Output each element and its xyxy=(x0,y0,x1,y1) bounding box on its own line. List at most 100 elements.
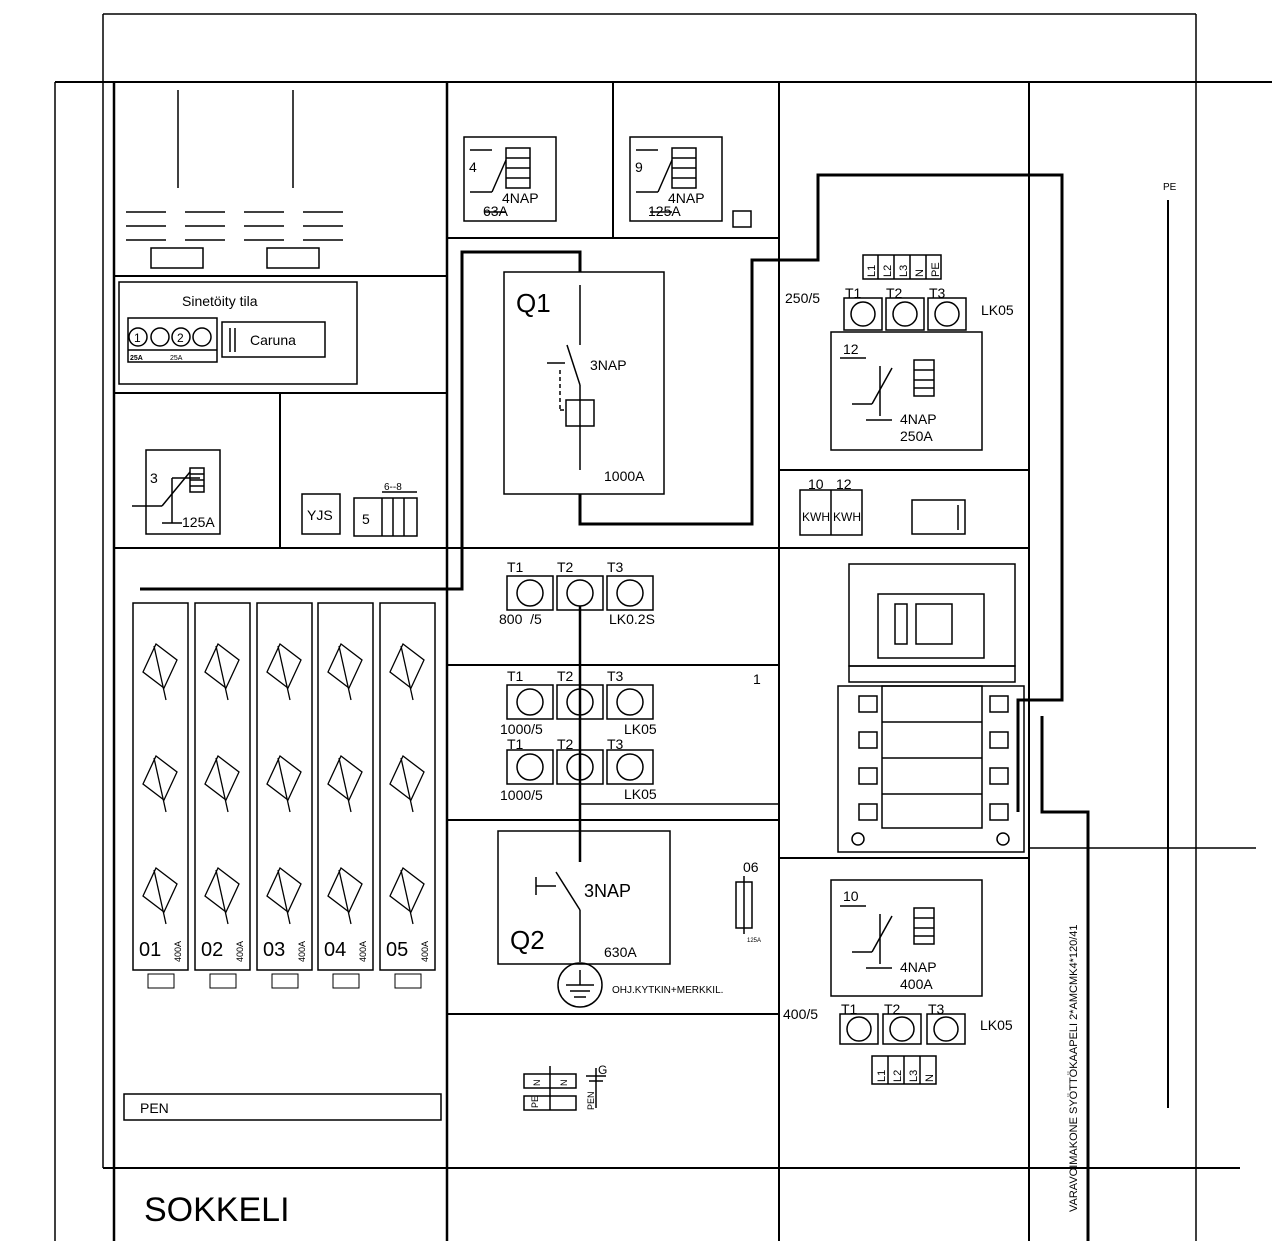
ct-main-t1: T1 xyxy=(845,285,862,301)
q1-poles: 3NAP xyxy=(590,357,627,373)
ct-terminal-pe: PE xyxy=(930,262,942,277)
feeder-terminal-block xyxy=(394,973,422,989)
feeder-fuse-symbol xyxy=(389,754,425,813)
feeder-rating: 400A xyxy=(173,941,183,962)
feeder-terminal-block xyxy=(332,973,360,989)
feeder-terminal-block xyxy=(147,973,175,989)
ct-row2-index: 1 xyxy=(753,671,761,687)
sealed-area-title: Sinetöity tila xyxy=(182,293,258,309)
feeder-rating: 400A xyxy=(297,941,307,962)
ct-bottom-class: LK05 xyxy=(980,1017,1013,1033)
ct-row3-ratio: 1000/5 xyxy=(500,787,543,803)
fuse-number-2: 2 xyxy=(177,331,184,345)
ct-row1-class: LK0.2S xyxy=(609,611,655,627)
breaker-10-rating: 400A xyxy=(900,976,933,992)
breaker-9-poles: 4NAP xyxy=(668,190,705,206)
earth-switch-label: OHJ.KYTKIN+MERKKIL. xyxy=(612,985,723,996)
ct-terminal-l3: L3 xyxy=(898,265,910,277)
breaker-4-number: 4 xyxy=(469,159,477,175)
feeder-fuse-symbol xyxy=(266,642,302,701)
feeder-fuse-symbol xyxy=(327,754,363,813)
pen-label: PEN xyxy=(140,1100,169,1116)
feeder-rating: 400A xyxy=(358,941,368,962)
fuse-06-rating: 125A xyxy=(747,938,761,944)
bottom-terminal-n: N xyxy=(924,1074,936,1082)
ct-row1-t2: T2 xyxy=(557,559,574,575)
bus-label-n-1: N xyxy=(532,1080,542,1087)
meter-label-caruna: Caruna xyxy=(250,332,296,348)
feeder-fuse-symbol xyxy=(142,642,178,701)
q2-poles: 3NAP xyxy=(584,881,631,901)
ct-row2-class: LK05 xyxy=(624,721,657,737)
feeder-rating: 400A xyxy=(235,941,245,962)
feeder-fuse-symbol xyxy=(266,866,302,925)
ct-main-t3: T3 xyxy=(929,285,946,301)
pe-label: PE xyxy=(1163,182,1177,193)
feeder-number: 04 xyxy=(324,939,346,961)
feeder-rating: 400A xyxy=(420,941,430,962)
feeder-number: 01 xyxy=(139,939,161,961)
ct-row3-t1: T1 xyxy=(507,736,524,752)
feeder-fuse-symbols xyxy=(142,642,425,925)
fuse-rating-1: 25A xyxy=(130,355,143,362)
q2-rating: 630A xyxy=(604,944,637,960)
feeder-fuse-symbol xyxy=(389,866,425,925)
ct-row1-t3: T3 xyxy=(607,559,624,575)
breaker-3-number: 3 xyxy=(150,470,158,486)
q1-rating: 1000A xyxy=(604,468,645,484)
yjs-label: YJS xyxy=(307,507,333,523)
bottom-terminal-l1: L1 xyxy=(876,1070,888,1082)
ct-main-t2: T2 xyxy=(886,285,903,301)
breaker-12-poles: 4NAP xyxy=(900,411,937,427)
kwh-meter-1-number: 10 xyxy=(808,476,824,492)
cable-label: VARAVOIMAKONE SYÖTTÖKAAPELI 2*AMCMK4*120… xyxy=(1068,924,1080,1212)
ct-row3-class: LK05 xyxy=(624,786,657,802)
feeder-fuse-symbol xyxy=(204,642,240,701)
feeder-fuse-symbol xyxy=(142,866,178,925)
bus-label-pen: PEN xyxy=(586,1091,596,1110)
ct-bottom-t3: T3 xyxy=(928,1001,945,1017)
bottom-terminal-l2: L2 xyxy=(892,1070,904,1082)
ct-main-class: LK05 xyxy=(981,302,1014,318)
breaker-9-number: 9 xyxy=(635,159,643,175)
feeder-number: 02 xyxy=(201,939,223,961)
ct-bottom-t1: T1 xyxy=(841,1001,858,1017)
feeder-fuse-symbol xyxy=(389,642,425,701)
breaker-4-poles: 4NAP xyxy=(502,190,539,206)
q1-name: Q1 xyxy=(516,288,551,318)
ct-main-ratio: 250/5 xyxy=(785,290,820,306)
sokkeli-label: SOKKELI xyxy=(144,1191,290,1229)
feeder-fuse-symbol xyxy=(204,866,240,925)
kwh-meter-1-label: KWH xyxy=(802,510,830,524)
feeder-number: 05 xyxy=(386,939,408,961)
range-label-6-8: 6--8 xyxy=(384,482,402,493)
feeder-number: 03 xyxy=(263,939,285,961)
fuse-number-1: 1 xyxy=(134,331,141,345)
ct-row3-t2: T2 xyxy=(557,736,574,752)
breaker-10-number: 10 xyxy=(843,888,859,904)
q2-name: Q2 xyxy=(510,925,545,955)
feeder-fuse-symbol xyxy=(204,754,240,813)
ct-row2-t2: T2 xyxy=(557,668,574,684)
box-5-label: 5 xyxy=(362,511,370,527)
breaker-9-rating: 125A xyxy=(648,203,681,219)
breaker-10-poles: 4NAP xyxy=(900,959,937,975)
feeder-fuse-symbol xyxy=(327,642,363,701)
ct-terminal-n: N xyxy=(914,269,926,277)
ct-row2-t1: T1 xyxy=(507,668,524,684)
ct-row3-t3: T3 xyxy=(607,736,624,752)
ct-row2-ratio: 1000/5 xyxy=(500,721,543,737)
breaker-4-rating: 63A xyxy=(483,203,509,219)
ct-row2-t3: T3 xyxy=(607,668,624,684)
breaker-3-rating: 125A xyxy=(182,514,215,530)
breaker-12-rating: 250A xyxy=(900,428,933,444)
feeder-terminal-block xyxy=(271,973,299,989)
bottom-terminal-l3: L3 xyxy=(908,1070,920,1082)
feeder-terminal-block xyxy=(209,973,237,989)
kwh-meter-2-number: 12 xyxy=(836,476,852,492)
ct-terminal-l1: L1 xyxy=(866,265,878,277)
fuse-06-number: 06 xyxy=(743,859,759,875)
feeder-fuse-symbol xyxy=(327,866,363,925)
feeder-fuse-symbol xyxy=(142,754,178,813)
